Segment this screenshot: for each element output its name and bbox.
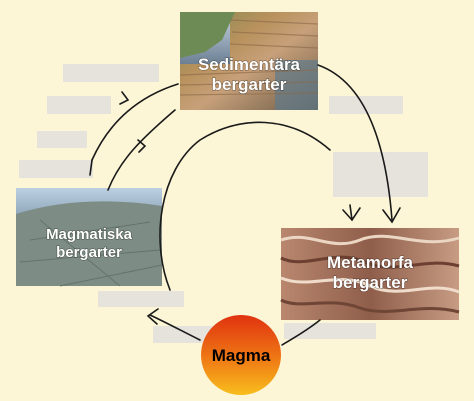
arrowhead-meta-2 bbox=[382, 207, 401, 224]
metamorfa-label-line1: Metamorfa bbox=[327, 253, 414, 272]
cycle-arrows bbox=[89, 64, 401, 346]
magmatiska-photo: Magmatiska bergarter bbox=[16, 188, 163, 287]
metamorfa-label-line2: bergarter bbox=[333, 273, 408, 292]
magma-label: Magma bbox=[212, 346, 271, 365]
label-box-5[interactable] bbox=[329, 96, 403, 114]
arrowhead-magma-left bbox=[146, 308, 159, 325]
arrowhead-outer-top bbox=[119, 91, 130, 105]
label-box-3[interactable] bbox=[37, 131, 87, 148]
magmatiska-label-line1: Magmatiska bbox=[46, 226, 133, 243]
label-box-1[interactable] bbox=[63, 64, 159, 82]
sedimentara-photo: Sedimentära bergarter bbox=[179, 12, 319, 110]
label-box-6[interactable] bbox=[333, 152, 428, 197]
metamorfa-photo: Metamorfa bergarter bbox=[280, 228, 460, 320]
arrow-sedimentara-to-metamorfa bbox=[317, 64, 393, 221]
magmatiska-label-line2: bergarter bbox=[56, 244, 122, 261]
sedimentara-label-line2: bergarter bbox=[212, 75, 287, 94]
label-box-4[interactable] bbox=[19, 160, 93, 178]
arrow-metamorfa-to-magma bbox=[281, 319, 321, 346]
arrow-magmatiska-to-sedimentara-inner bbox=[107, 109, 176, 191]
arrowhead-inner-left bbox=[137, 139, 147, 153]
arrow-left-stub bbox=[89, 159, 93, 176]
arrow-inner-loop bbox=[159, 121, 331, 291]
arrow-magma-to-magmatiska bbox=[149, 314, 201, 341]
label-box-2[interactable] bbox=[47, 96, 111, 114]
magma-node: Magma bbox=[201, 315, 281, 395]
sedimentara-label-line1: Sedimentära bbox=[198, 55, 301, 74]
arrow-magmatiska-to-sedimentara-outer bbox=[91, 83, 179, 161]
label-box-9[interactable] bbox=[284, 323, 376, 339]
arrow-meta-stem-1 bbox=[349, 204, 353, 221]
label-box-7[interactable] bbox=[98, 291, 184, 307]
